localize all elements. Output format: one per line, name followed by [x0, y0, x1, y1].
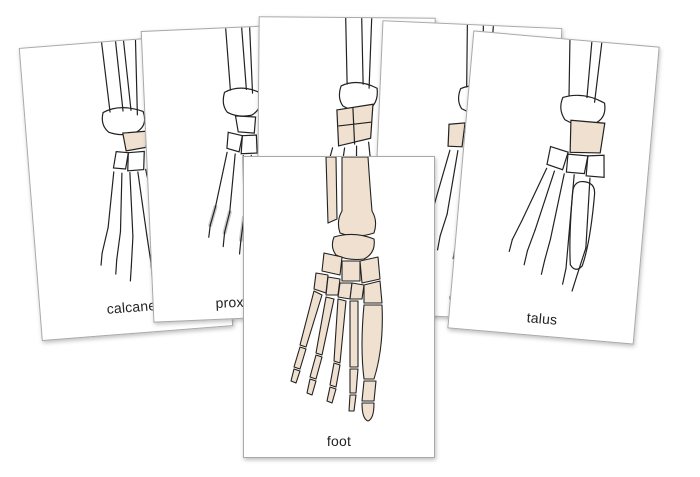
ankle-card [257, 16, 436, 180]
foot-card: foot [243, 156, 435, 458]
card-label: foot [326, 433, 352, 449]
foot-skeleton-filled-icon [290, 157, 383, 422]
proximal-card: proxima [140, 23, 331, 323]
foot-skeleton-outline-icon [208, 26, 278, 255]
talus-card: talus [447, 30, 660, 345]
foot-skeleton-outline-icon [508, 39, 606, 292]
foot-skeleton-outline-icon [323, 17, 378, 179]
